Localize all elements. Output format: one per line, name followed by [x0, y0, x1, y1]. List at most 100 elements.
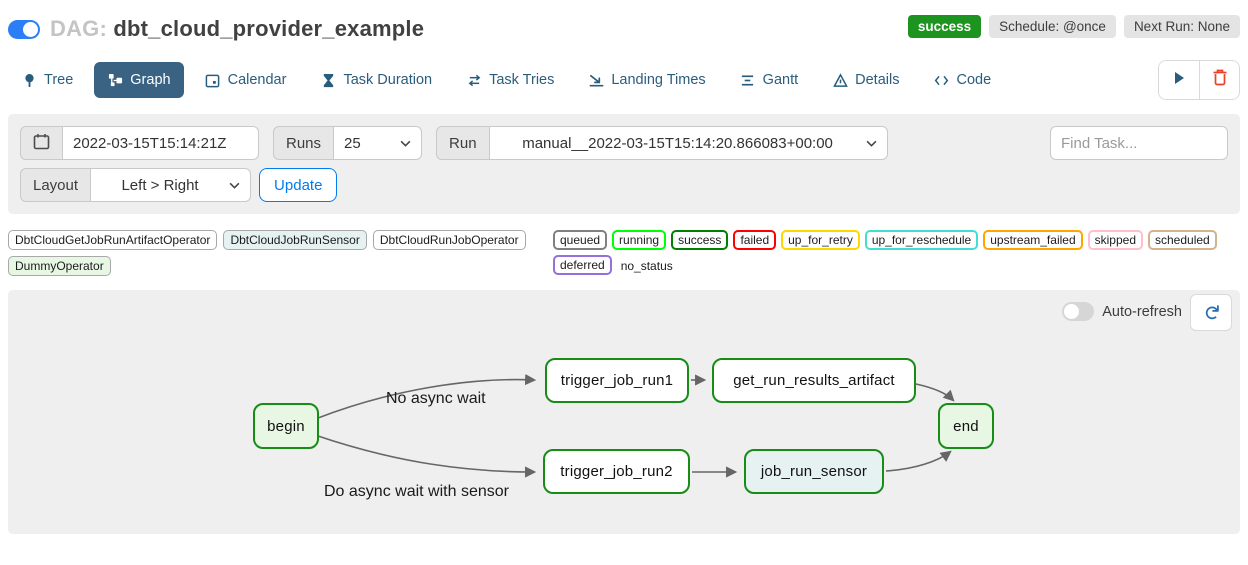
task-node-job_run_sensor[interactable]: job_run_sensor: [744, 449, 884, 494]
legend-state-running: running: [612, 230, 667, 250]
graph-panel: Auto-refresh ↻ begin trigger_job_run1 get_…: [8, 290, 1240, 534]
dag-title-prefix: DAG:: [50, 16, 108, 41]
play-icon: [1172, 71, 1186, 90]
layout-select[interactable]: Left > Right: [91, 168, 252, 202]
header-badges: success Schedule: @once Next Run: None: [907, 14, 1240, 38]
task-node-begin[interactable]: begin: [253, 403, 319, 449]
toggle-knob: [1064, 304, 1080, 319]
tab-task-tries[interactable]: Task Tries: [453, 62, 567, 98]
task-node-label: trigger_job_run2: [560, 463, 673, 480]
tab-label: Landing Times: [611, 72, 706, 88]
run-select-group: Run manual__2022-03-15T15:14:20.866083+0…: [436, 126, 888, 160]
task-node-trigger_job_run2[interactable]: trigger_job_run2: [543, 449, 690, 494]
tab-code[interactable]: Code: [920, 62, 1004, 98]
find-task-input[interactable]: [1050, 126, 1228, 160]
filter-row-1: Runs 25 Run manual__2022-03-15T15:14:20.…: [20, 126, 1228, 160]
filter-row-2: Layout Left > Right Update: [20, 168, 1228, 202]
legend-state-upstream_failed: upstream_failed: [983, 230, 1083, 250]
filter-panel: Runs 25 Run manual__2022-03-15T15:14:20.…: [8, 114, 1240, 214]
graph-icon: [107, 72, 123, 88]
legend-state-success: success: [671, 230, 729, 250]
landing-plane-icon: [588, 72, 604, 88]
legend-state-failed: failed: [733, 230, 777, 250]
base-date-group: [20, 126, 259, 160]
tab-details[interactable]: Details: [819, 62, 912, 98]
task-node-label: end: [953, 417, 979, 435]
tab-label: Tree: [44, 72, 74, 88]
chevron-down-icon: [229, 182, 240, 189]
run-select[interactable]: manual__2022-03-15T15:14:20.866083+00:00: [489, 126, 888, 160]
edge-label-no-async: No async wait: [386, 390, 486, 407]
legend-state-up_for_reschedule: up_for_reschedule: [864, 230, 979, 250]
tab-calendar[interactable]: Calendar: [192, 62, 300, 98]
legend-operator-dummyoperator: DummyOperator: [8, 256, 111, 276]
tab-tree[interactable]: Tree: [8, 62, 86, 98]
code-icon: [933, 72, 949, 88]
legend-operator-dbtcloudgetjobrunartifactoperator: DbtCloudGetJobRunArtifactOperator: [8, 230, 218, 250]
tab-label: Details: [855, 72, 900, 88]
tab-label: Task Tries: [489, 72, 555, 88]
task-node-end[interactable]: end: [938, 403, 994, 449]
hourglass-icon: [320, 72, 336, 88]
tab-graph[interactable]: Graph: [94, 62, 184, 98]
tab-task-duration[interactable]: Task Duration: [307, 62, 445, 98]
tab-label: Gantt: [762, 72, 799, 88]
edge-sensor-end: [885, 450, 952, 472]
legend-state-skipped: skipped: [1087, 230, 1143, 250]
tab-label: Task Duration: [343, 72, 433, 88]
page-title: DAG: dbt_cloud_provider_example: [50, 16, 424, 42]
repeat-icon: [466, 72, 482, 88]
edge-begin-trigger2: [317, 435, 537, 478]
legend-state-up_for_retry: up_for_retry: [781, 230, 860, 250]
task-node-label: job_run_sensor: [760, 463, 868, 480]
trigger-dag-button[interactable]: [1159, 61, 1199, 99]
toggle-knob: [23, 21, 38, 37]
task-node-get_run_results_artifact[interactable]: get_run_results_artifact: [712, 358, 916, 403]
triangle-icon: [832, 72, 848, 88]
schedule-badge: Schedule: @once: [989, 14, 1116, 38]
trash-icon: [1212, 69, 1228, 91]
runs-select[interactable]: 25: [334, 126, 423, 160]
task-node-trigger_job_run1[interactable]: trigger_job_run1: [545, 358, 689, 403]
tab-label: Calendar: [227, 72, 287, 88]
legend-operator-dbtcloudjobrunsensor: DbtCloudJobRunSensor: [223, 230, 367, 250]
delete-dag-button[interactable]: [1199, 61, 1239, 99]
dag-header: DAG: dbt_cloud_provider_example success …: [0, 0, 1248, 42]
legend-operator-dbtcloudrunjoboperator: DbtCloudRunJobOperator: [372, 230, 526, 250]
task-node-label: get_run_results_artifact: [733, 372, 895, 389]
legend-state-queued: queued: [553, 230, 608, 250]
dag-pause-toggle[interactable]: [8, 19, 40, 39]
gantt-icon: [740, 72, 756, 88]
dag-title-name: dbt_cloud_provider_example: [113, 16, 425, 41]
run-select-value: manual__2022-03-15T15:14:20.866083+00:00: [522, 134, 833, 152]
num-runs-group: Runs 25: [273, 126, 423, 160]
update-button[interactable]: Update: [259, 168, 338, 202]
refresh-button[interactable]: ↻: [1190, 294, 1232, 331]
legend-state-deferred: deferred: [553, 255, 612, 275]
edge-artifact-end: [915, 383, 955, 402]
legend-state-scheduled: scheduled: [1148, 230, 1217, 250]
task-node-label: begin: [267, 417, 305, 435]
tab-gantt[interactable]: Gantt: [727, 62, 811, 98]
auto-refresh-label: Auto-refresh: [1102, 303, 1182, 320]
task-node-label: trigger_job_run1: [560, 372, 674, 389]
pin-icon: [21, 72, 37, 88]
run-label: Run: [436, 126, 490, 160]
tab-label: Graph: [130, 72, 171, 88]
edge-begin-trigger1: [317, 374, 537, 419]
tab-landing-times[interactable]: Landing Times: [575, 62, 718, 98]
auto-refresh-toggle[interactable]: [1062, 302, 1095, 321]
legend-state-no_status: no_status: [616, 256, 675, 274]
base-date-input[interactable]: [63, 126, 259, 160]
runs-select-value: 25: [344, 134, 361, 152]
view-tabbar: Tree Graph Calendar Task Duration Task Tries…: [8, 60, 1240, 100]
calendar-picker-button[interactable]: [20, 126, 63, 160]
edge-label-do-async: Do async wait with sensor: [324, 483, 509, 500]
next-run-badge: Next Run: None: [1123, 14, 1240, 38]
auto-refresh-control: Auto-refresh: [1062, 302, 1182, 321]
runs-label: Runs: [273, 126, 335, 160]
calendar-icon: [33, 133, 50, 154]
